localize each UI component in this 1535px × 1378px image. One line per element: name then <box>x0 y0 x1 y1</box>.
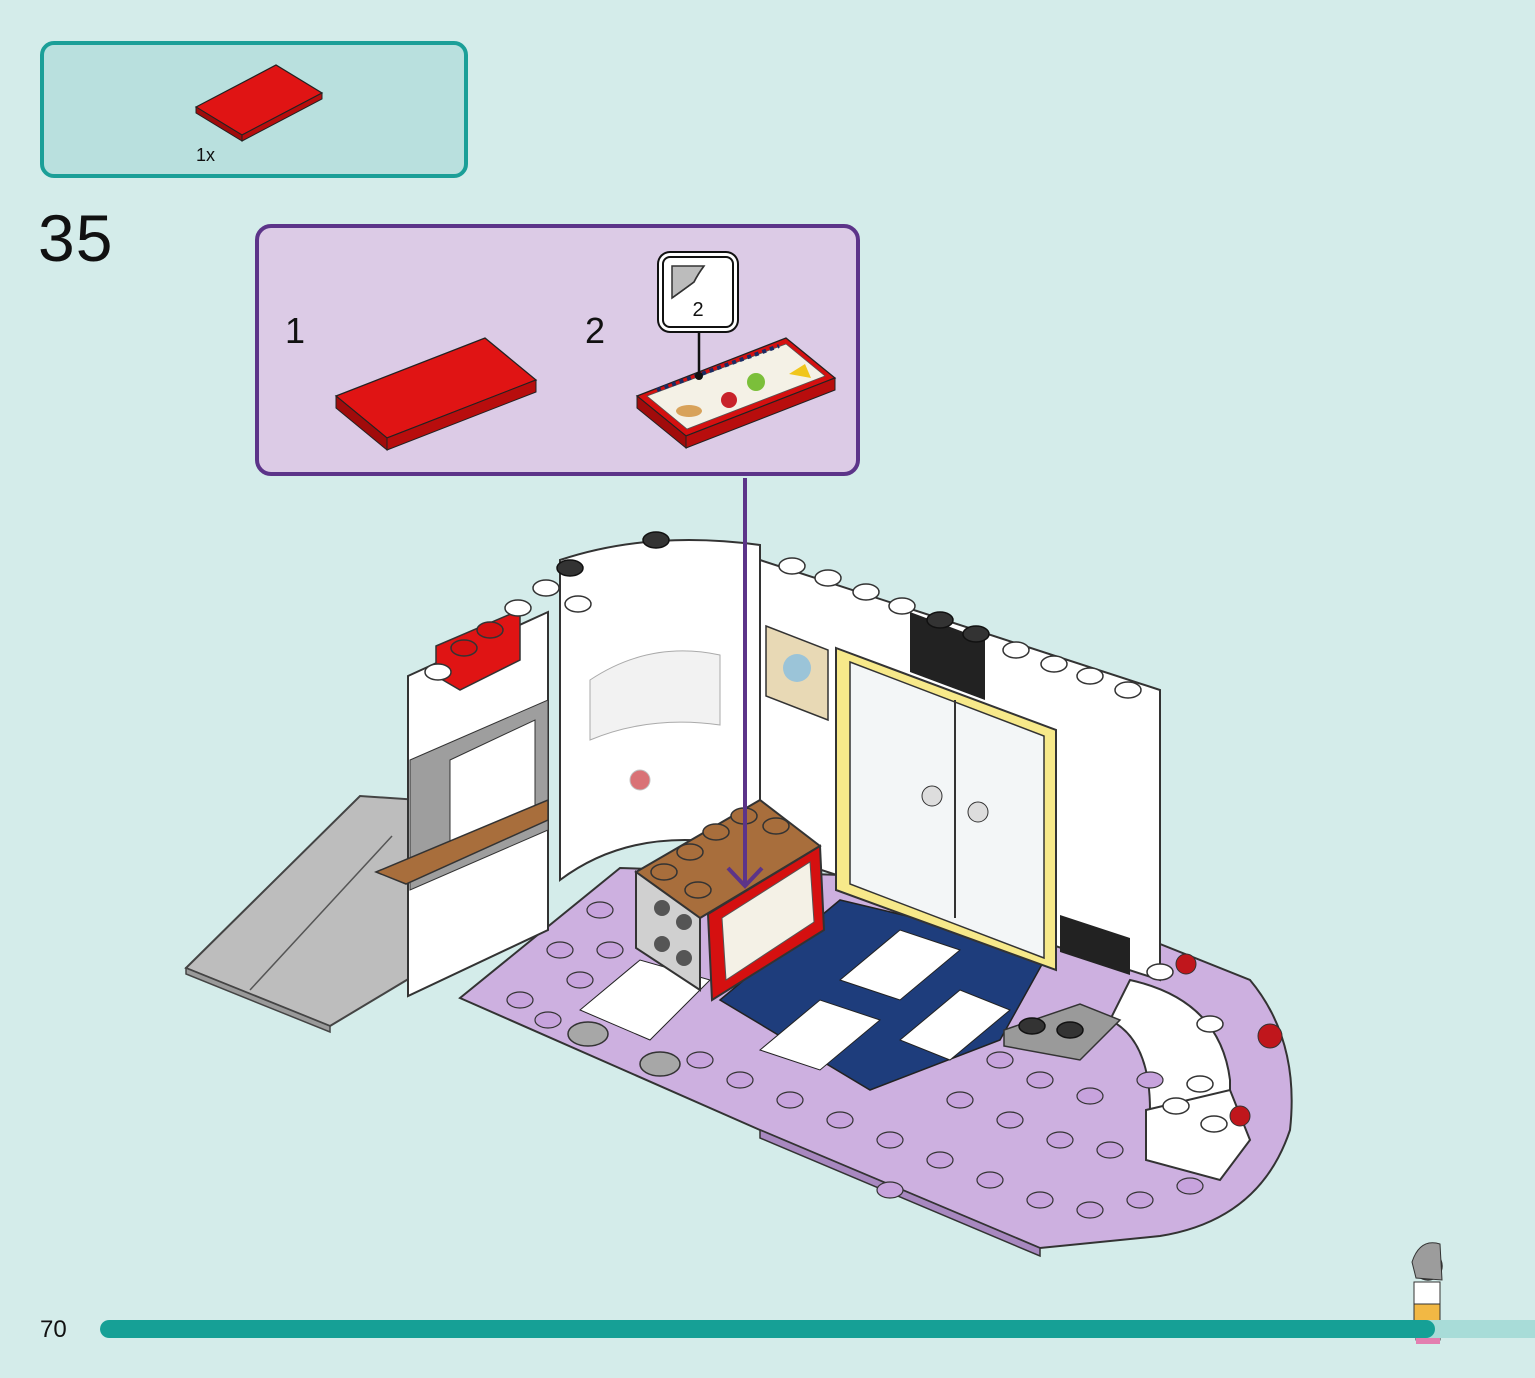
back-wall <box>759 558 1161 982</box>
red-tile-icon <box>334 337 538 452</box>
substep-box: 1 2 2 <box>255 224 860 476</box>
lilac-baseplate <box>458 866 1293 1258</box>
sticker-number: 2 <box>692 299 704 321</box>
sticker-callout: 2 <box>662 256 734 328</box>
placement-arrow <box>726 478 764 889</box>
part-quantity: 1x <box>196 145 216 165</box>
red-tile-part-icon <box>194 64 324 142</box>
baseplate-studs <box>506 901 1204 1219</box>
flowers <box>629 769 1283 1127</box>
substep-number-2: 2 <box>585 310 606 351</box>
red-studs <box>450 621 504 657</box>
sticker-sheet-icon <box>671 265 706 300</box>
brown-studs <box>650 807 790 899</box>
wall-top-studs <box>424 557 1228 1133</box>
page-number: 70 <box>40 1316 67 1343</box>
progress-bar-fill <box>100 1320 1435 1338</box>
step-number: 35 <box>38 201 114 275</box>
grey-ramp <box>184 794 421 1034</box>
dark-studs <box>556 531 1084 1039</box>
menu-tile-icon <box>635 337 837 450</box>
progress-bar <box>100 1320 1535 1338</box>
window-block <box>374 608 549 998</box>
parts-list-box: 1x <box>40 41 468 178</box>
substep-number-1: 1 <box>285 310 306 351</box>
right-curved-wall <box>1108 978 1252 1182</box>
checkered-floor <box>579 899 1052 1091</box>
grey-round-studs <box>567 1021 681 1077</box>
counter-with-menu <box>634 798 826 1002</box>
curved-left-wall <box>559 539 761 882</box>
substep-illustrations <box>334 330 837 452</box>
grey-plate <box>1003 1003 1122 1061</box>
